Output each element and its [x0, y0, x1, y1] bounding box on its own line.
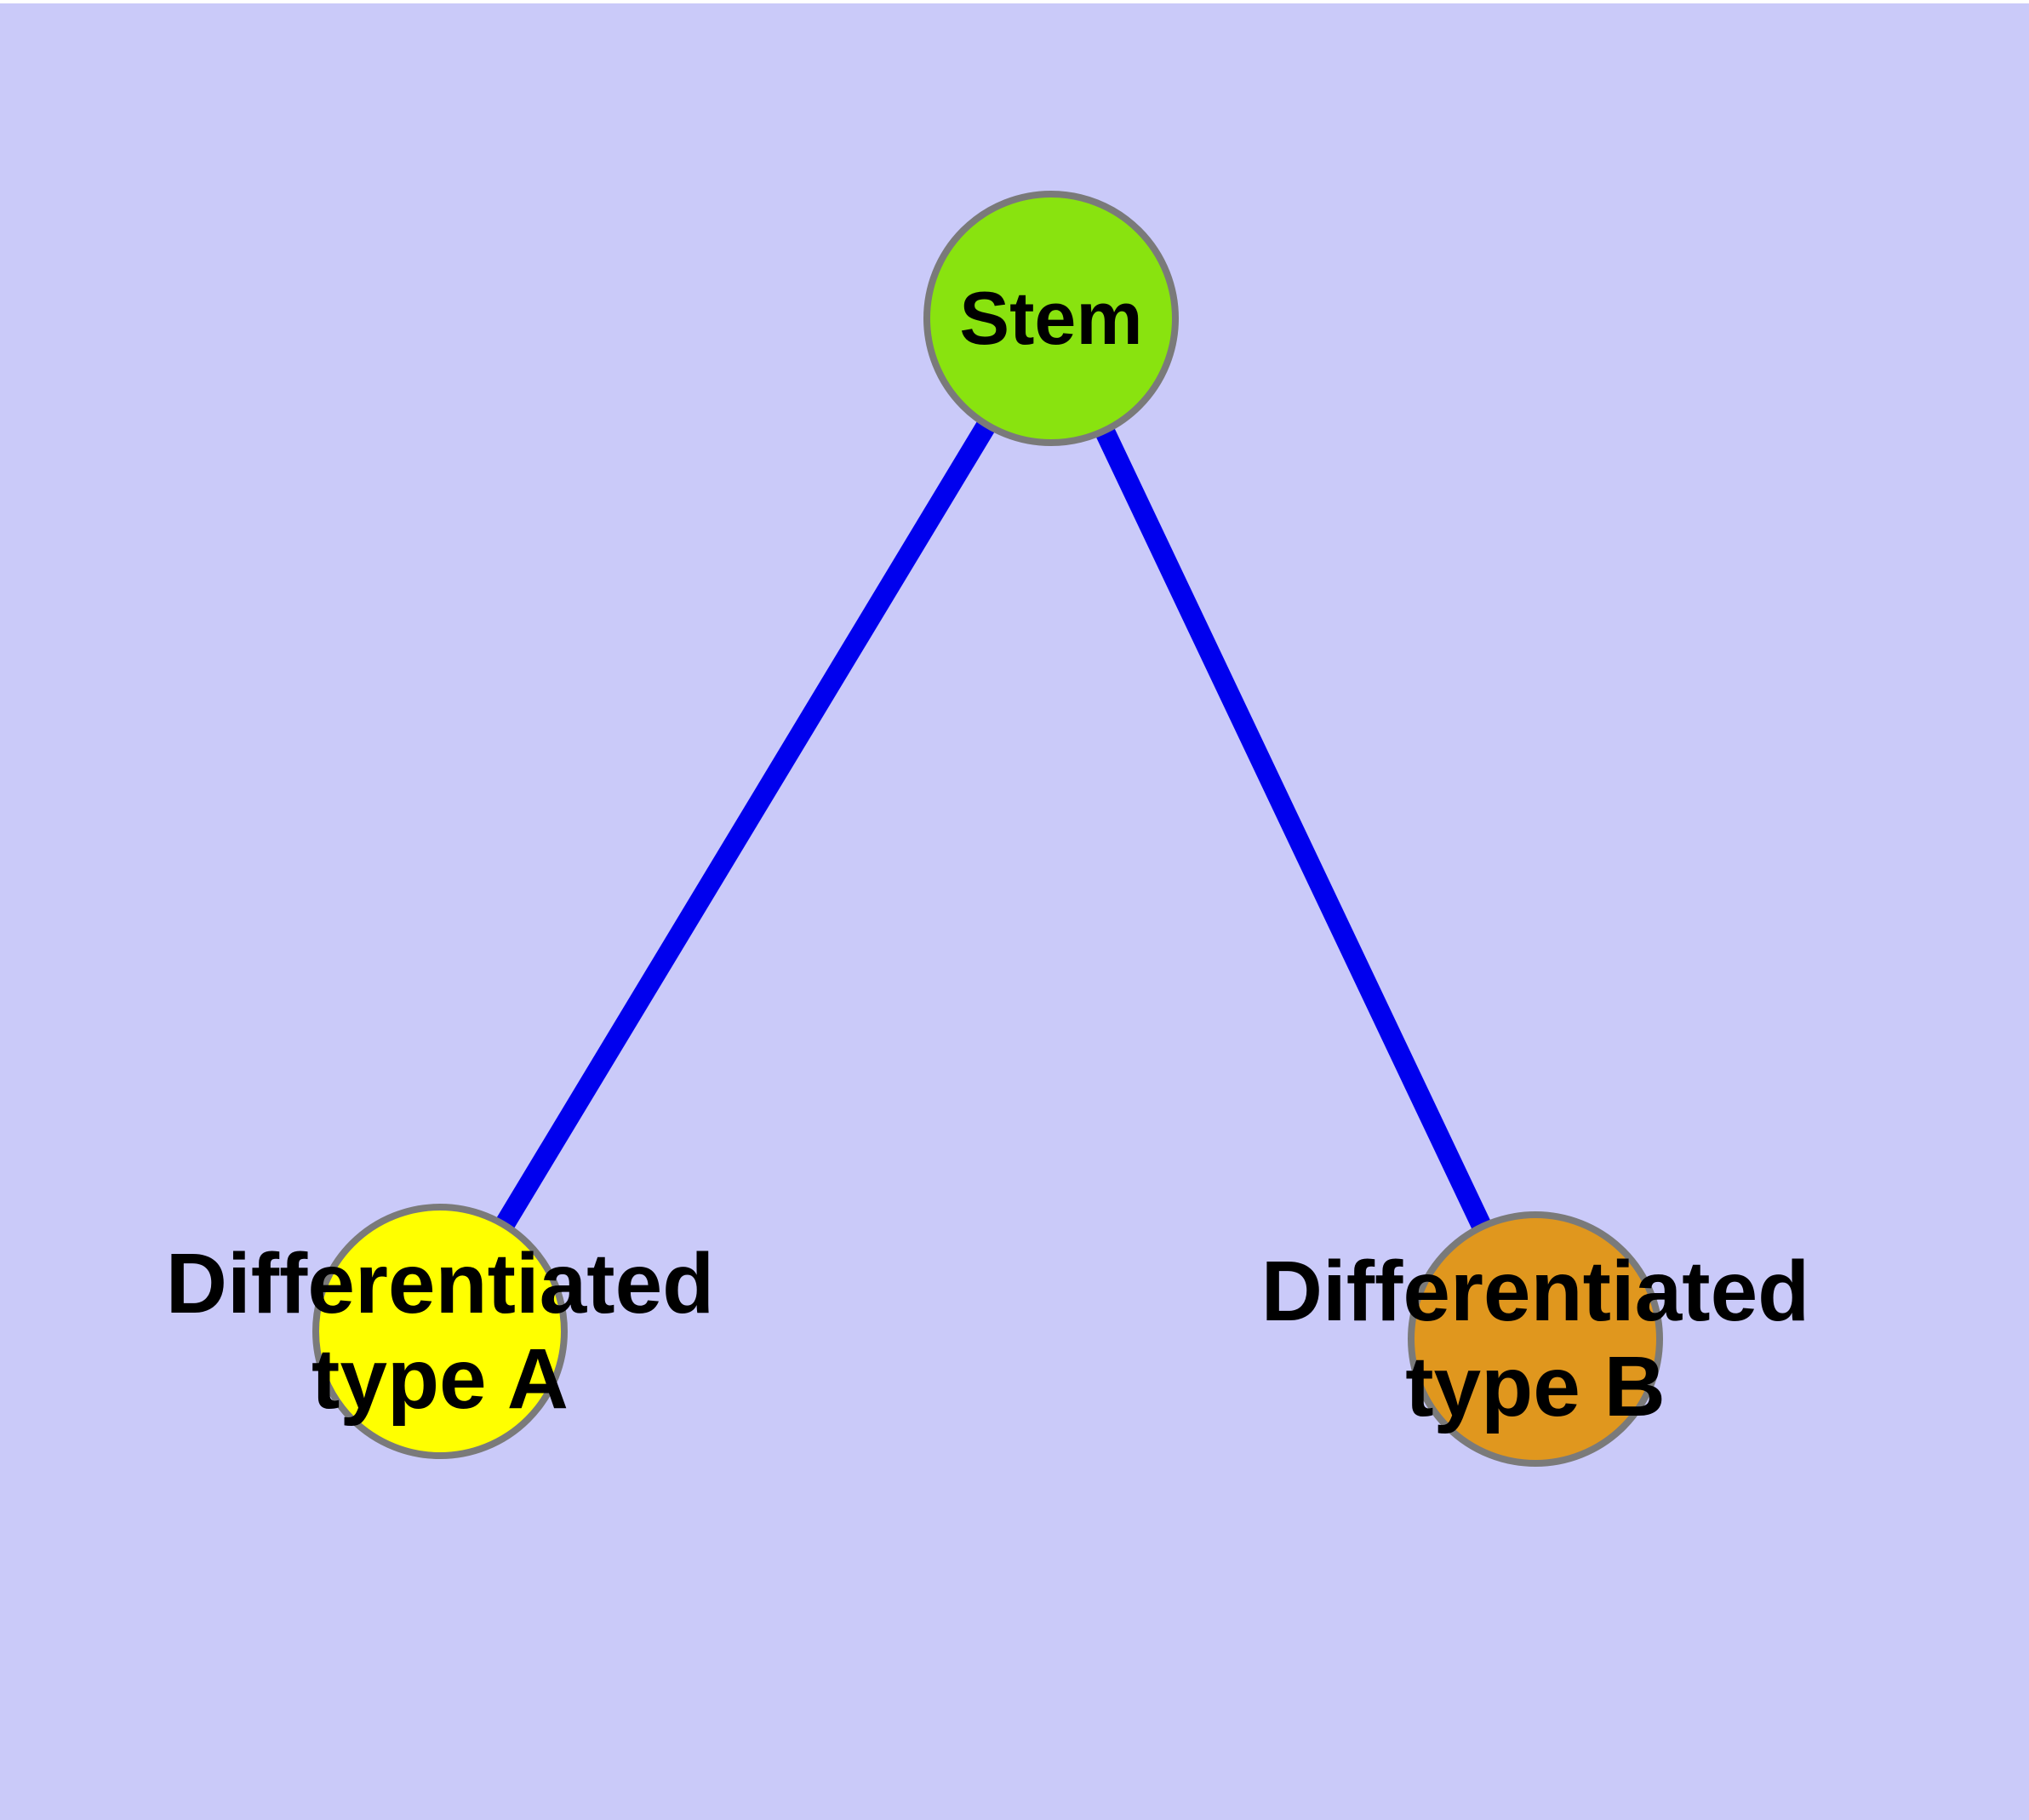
- label-line-2: type A: [311, 1331, 569, 1427]
- node-differentiated-type-a[interactable]: Differentiated type A: [166, 1204, 714, 1459]
- label-line-1: Differentiated: [165, 1236, 715, 1331]
- node-differentiated-type-a-label: Differentiated type A: [166, 1236, 715, 1427]
- edge-stem-to-type-b: [1042, 313, 1545, 1344]
- label-line-2: type B: [1405, 1339, 1666, 1434]
- node-stem[interactable]: Stem: [923, 191, 1179, 446]
- top-frame-strip: [0, 0, 2029, 3]
- node-differentiated-type-b[interactable]: Differentiated type B: [1261, 1211, 1809, 1467]
- node-differentiated-type-b-label: Differentiated type B: [1261, 1244, 1810, 1434]
- node-stem-label: Stem: [959, 276, 1143, 360]
- edge-stem-to-type-a: [431, 312, 1060, 1337]
- label-line-1: Differentiated: [1260, 1244, 1810, 1339]
